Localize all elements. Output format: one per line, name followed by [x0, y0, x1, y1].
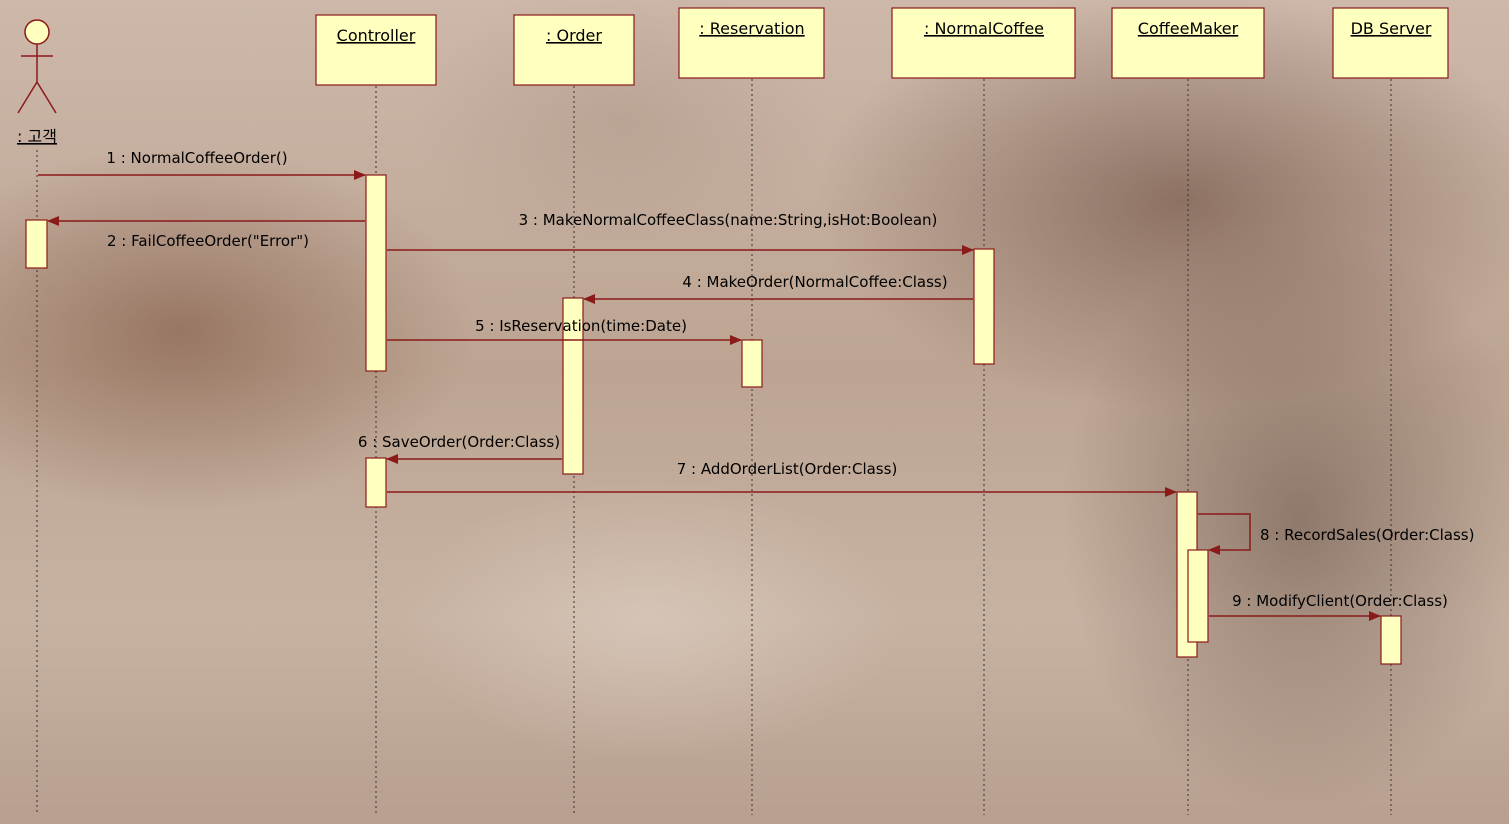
message-label-2: 2 : FailCoffeeOrder("Error")	[107, 232, 309, 250]
object-name-order: : Order	[546, 26, 602, 45]
stick-figure-actor-icon	[17, 19, 57, 114]
object-box-reservation[interactable]	[678, 7, 825, 79]
activation-customer	[25, 219, 48, 269]
activation-controller-1	[365, 174, 387, 372]
activation-coffeemaker-2	[1187, 549, 1209, 643]
activation-controller-2	[365, 457, 387, 508]
object-name-normalcoffee: : NormalCoffee	[924, 19, 1044, 38]
activation-reservation	[741, 339, 763, 388]
message-label-8: 8 : RecordSales(Order:Class)	[1260, 526, 1474, 544]
message-label-7: 7 : AddOrderList(Order:Class)	[677, 460, 898, 478]
messages	[38, 170, 1381, 621]
message-arrow-8-self	[1198, 513, 1251, 555]
object-name-controller: Controller	[337, 26, 416, 45]
object-box-coffeemaker[interactable]	[1111, 7, 1265, 79]
object-name-coffeemaker: CoffeeMaker	[1138, 19, 1239, 38]
activation-dbserver	[1380, 615, 1402, 665]
message-labels: 1 : NormalCoffeeOrder() 2 : FailCoffeeOr…	[106, 149, 1474, 610]
activation-bars	[25, 174, 1402, 665]
message-label-9: 9 : ModifyClient(Order:Class)	[1232, 592, 1448, 610]
message-label-4: 4 : MakeOrder(NormalCoffee:Class)	[682, 273, 947, 291]
activation-normalcoffee	[973, 248, 995, 365]
object-name-dbserver: DB Server	[1351, 19, 1432, 38]
message-label-1: 1 : NormalCoffeeOrder()	[106, 149, 287, 167]
object-boxes: Controller : Order : Reservation : Norma…	[315, 7, 1449, 86]
actor-label: : 고객	[17, 127, 57, 146]
object-box-dbserver[interactable]	[1332, 7, 1449, 79]
message-label-3: 3 : MakeNormalCoffeeClass(name:String,is…	[519, 211, 938, 229]
activation-order	[562, 297, 584, 475]
object-box-normalcoffee[interactable]	[891, 7, 1076, 79]
object-box-order[interactable]	[513, 14, 635, 86]
lifelines	[36, 79, 1392, 815]
message-label-5: 5 : IsReservation(time:Date)	[475, 317, 687, 335]
message-label-6: 6 : SaveOrder(Order:Class)	[358, 433, 560, 451]
object-name-reservation: : Reservation	[699, 19, 804, 38]
object-box-controller[interactable]	[315, 14, 437, 86]
